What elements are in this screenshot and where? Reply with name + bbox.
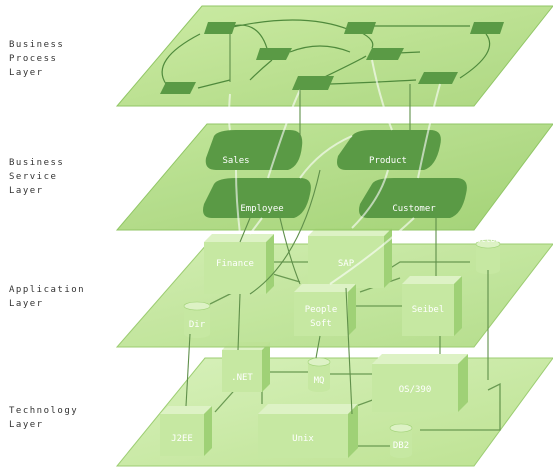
peoplesoft-cube[interactable]: People Soft bbox=[294, 284, 356, 336]
customer-service[interactable] bbox=[359, 178, 467, 218]
finance-label: Finance bbox=[216, 259, 254, 269]
label-line: Layer bbox=[9, 186, 44, 196]
process-step[interactable] bbox=[344, 22, 376, 34]
label-line: Layer bbox=[9, 420, 44, 430]
dir-cylinder[interactable]: Dir bbox=[183, 301, 211, 338]
label-line: Technology bbox=[9, 406, 79, 416]
peoplesoft-label-line2: Soft bbox=[310, 319, 332, 329]
product-label: Product bbox=[369, 156, 407, 166]
mq-label: MQ bbox=[314, 376, 325, 386]
label-line: Business bbox=[9, 158, 65, 168]
product-service[interactable] bbox=[337, 130, 441, 170]
outlook-cylinder[interactable]: Outlook bbox=[471, 235, 505, 274]
process-steps bbox=[160, 22, 504, 94]
label-line: Layer bbox=[9, 299, 44, 309]
layer-label-technology: Technology Layer bbox=[9, 404, 78, 432]
finance-cube[interactable]: Finance bbox=[204, 234, 274, 294]
dir-label: Dir bbox=[189, 320, 206, 330]
sap-label: SAP bbox=[338, 259, 355, 269]
mq-cylinder[interactable]: MQ bbox=[307, 357, 331, 392]
os390-label: OS/390 bbox=[399, 385, 432, 395]
net-label: .NET bbox=[231, 373, 253, 383]
outlook-label: Outlook bbox=[471, 235, 505, 244]
process-step[interactable] bbox=[204, 22, 236, 34]
j2ee-label: J2EE bbox=[171, 434, 193, 444]
process-step[interactable] bbox=[256, 48, 292, 60]
employee-service[interactable] bbox=[203, 178, 311, 218]
label-line: Process bbox=[9, 54, 58, 64]
layer-label-application: Application Layer bbox=[9, 283, 85, 311]
layer-label-business-process: Business Process Layer bbox=[9, 38, 64, 80]
label-line: Layer bbox=[9, 68, 44, 78]
process-step[interactable] bbox=[160, 82, 196, 94]
process-step[interactable] bbox=[418, 72, 458, 84]
label-line: Application bbox=[9, 285, 86, 295]
business-service-layer-plane bbox=[115, 123, 553, 231]
label-line: Business bbox=[9, 40, 65, 50]
process-step[interactable] bbox=[366, 48, 404, 60]
process-step[interactable] bbox=[292, 76, 334, 90]
db2-cylinder[interactable]: DB2 bbox=[389, 423, 413, 458]
unix-cube[interactable]: Unix bbox=[258, 404, 358, 458]
db2-label: DB2 bbox=[393, 441, 409, 451]
layer-label-business-service: Business Service Layer bbox=[9, 156, 64, 198]
cross-layer-connectors bbox=[228, 59, 441, 285]
customer-label: Customer bbox=[392, 204, 436, 214]
j2ee-cube[interactable]: J2EE bbox=[160, 406, 212, 456]
sales-service[interactable] bbox=[205, 130, 303, 170]
unix-label: Unix bbox=[292, 434, 314, 444]
employee-label: Employee bbox=[240, 204, 283, 214]
sales-label: Sales bbox=[222, 156, 249, 166]
label-line: Service bbox=[9, 172, 58, 182]
seibel-label: Seibel bbox=[412, 305, 445, 315]
os390-cube[interactable]: OS/390 bbox=[372, 354, 468, 412]
cross-layer-connectors-dark bbox=[185, 34, 489, 415]
sap-cube[interactable]: SAP bbox=[308, 228, 392, 288]
seibel-cube[interactable]: Seibel bbox=[402, 276, 462, 336]
peoplesoft-label-line1: People bbox=[305, 305, 338, 315]
process-step[interactable] bbox=[470, 22, 504, 34]
net-cube[interactable]: .NET bbox=[222, 342, 270, 392]
